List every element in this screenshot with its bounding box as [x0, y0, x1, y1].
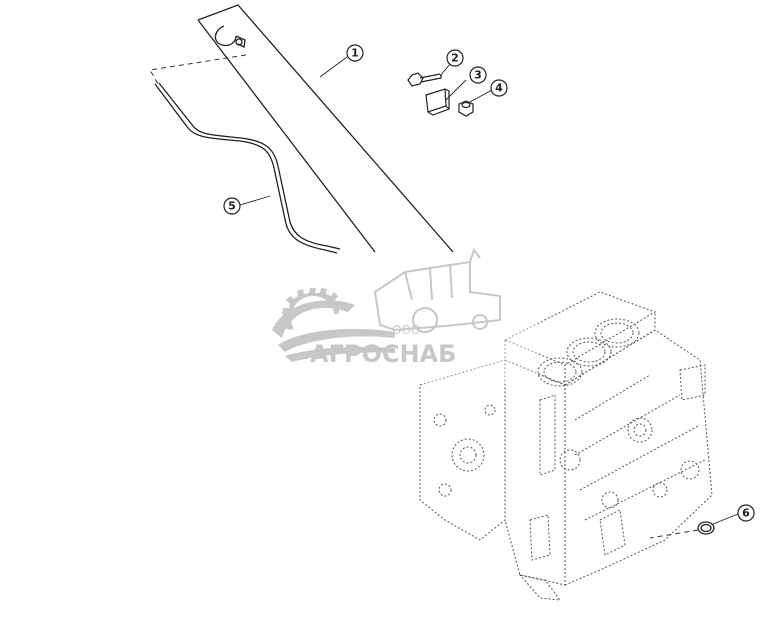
nut-part: [458, 89, 493, 117]
callout-3-label: 3: [474, 69, 482, 82]
dipstick-guide-tube: [197, 4, 454, 253]
harvester-icon: [373, 247, 501, 333]
callout-5-label: 5: [228, 200, 236, 213]
bracket-clamp-part: [425, 79, 467, 116]
callout-4-label: 4: [495, 82, 503, 95]
watermark: ООО АГРОСНАБ: [248, 247, 538, 384]
gear-logo-icon: [272, 288, 395, 362]
assembly-dash-bottom: [649, 529, 699, 539]
dipstick-rod: [154, 82, 341, 254]
watermark-prefix: ООО: [392, 323, 420, 337]
callout-6: 6: [737, 504, 755, 522]
callout-3: 3: [469, 66, 487, 84]
callout-6-label: 6: [742, 507, 750, 520]
callout-2: 2: [446, 49, 464, 67]
watermark-company-name: АГРОСНАБ: [310, 340, 456, 368]
assembly-dash-top: [149, 54, 247, 85]
engine-block-drawing: [419, 291, 713, 601]
bolt-part: [407, 63, 451, 87]
callout-1: 1: [346, 44, 364, 62]
callout-4: 4: [490, 79, 508, 97]
o-ring-seal-part: [697, 513, 739, 535]
callout-1-label: 1: [351, 47, 359, 60]
callout-5: 5: [223, 197, 241, 215]
callout-2-label: 2: [451, 52, 459, 65]
leader-lines: [239, 56, 348, 206]
